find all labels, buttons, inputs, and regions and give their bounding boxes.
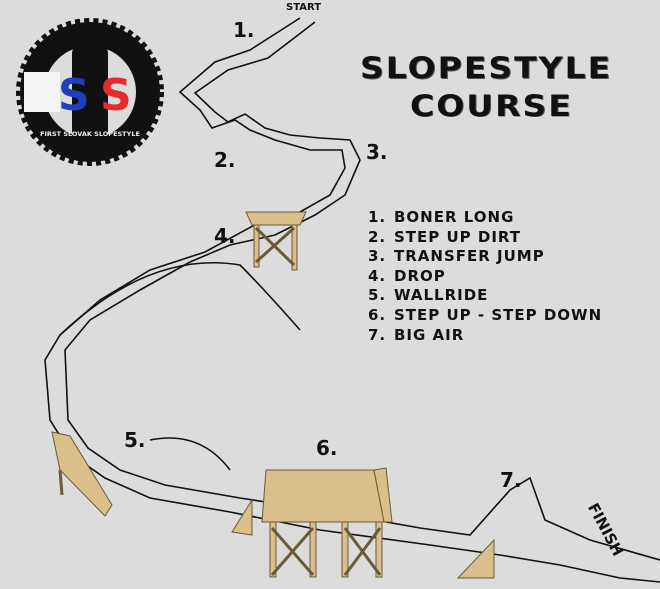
- legend-item: 1. BONER LONG: [368, 208, 602, 228]
- wallride-structure: [51, 431, 113, 517]
- legend: 1. BONER LONG 2. STEP UP DIRT 3. TRANSFER J…: [368, 208, 602, 345]
- legend-label: BIG AIR: [394, 325, 465, 344]
- legend-label: WALLRIDE: [394, 286, 489, 305]
- start-label: START: [286, 2, 322, 13]
- legend-label: TRANSFER JUMP: [394, 247, 545, 266]
- legend-num: 2.: [368, 227, 387, 246]
- svg-text:F: F: [27, 70, 57, 121]
- stepup-structure: [231, 467, 495, 579]
- legend-label: BONER LONG: [394, 208, 515, 226]
- legend-item: 2. STEP UP DIRT: [368, 228, 602, 248]
- svg-text:S: S: [100, 70, 132, 121]
- drop-structure: [245, 211, 307, 271]
- title-line1: SLOPESTYLE: [360, 49, 613, 86]
- marker-6: 6.: [316, 436, 338, 460]
- legend-item: 5. WALLRIDE: [368, 286, 602, 306]
- marker-4: 4.: [214, 224, 236, 248]
- legend-num: 4.: [368, 266, 387, 285]
- fss-logo: F S S FIRST SLOVAK SLOPESTYLE: [16, 18, 164, 166]
- legend-num: 7.: [368, 325, 387, 344]
- marker-7: 7.: [500, 468, 522, 492]
- svg-text:S: S: [58, 70, 90, 121]
- marker-2: 2.: [214, 148, 236, 172]
- legend-item: 6. STEP UP - STEP DOWN: [368, 306, 602, 326]
- legend-label: STEP UP - STEP DOWN: [394, 305, 603, 324]
- legend-num: 3.: [368, 247, 387, 266]
- marker-1: 1.: [233, 18, 255, 42]
- svg-text:FIRST SLOVAK SLOPESTYLE: FIRST SLOVAK SLOPESTYLE: [40, 130, 140, 138]
- legend-num: 6.: [368, 305, 387, 324]
- legend-label: DROP: [394, 266, 446, 285]
- legend-item: 4. DROP: [368, 267, 602, 287]
- legend-num: 1.: [368, 208, 387, 226]
- title-line2: COURSE: [410, 87, 573, 124]
- legend-item: 7. BIG AIR: [368, 326, 602, 346]
- legend-item: 3. TRANSFER JUMP: [368, 247, 602, 267]
- marker-5: 5.: [124, 428, 146, 452]
- legend-label: STEP UP DIRT: [394, 227, 522, 246]
- legend-num: 5.: [368, 286, 387, 305]
- marker-3: 3.: [366, 140, 388, 164]
- track: [44, 17, 660, 583]
